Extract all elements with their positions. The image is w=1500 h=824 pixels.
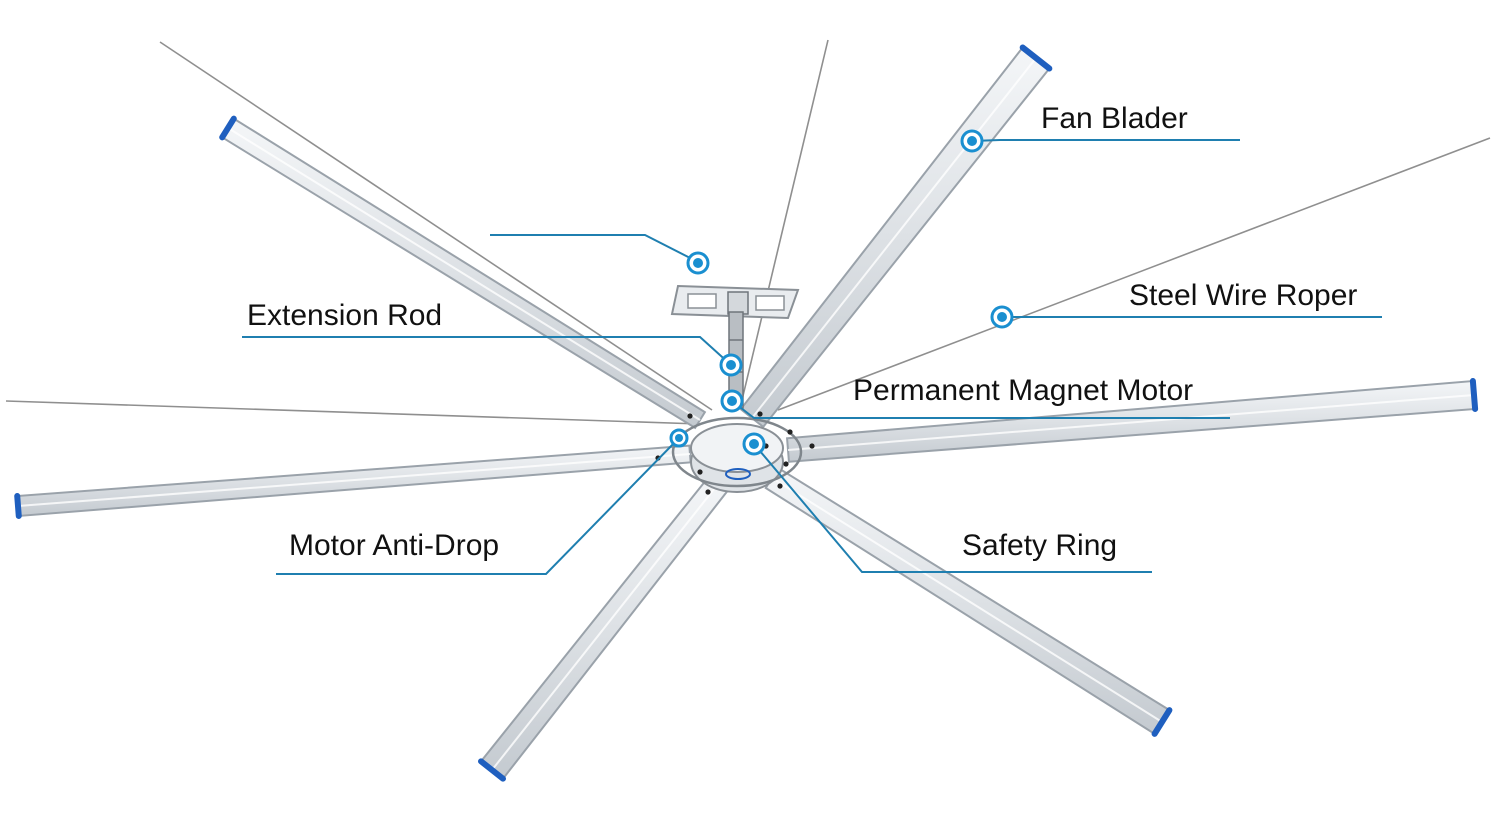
blade-top-left [219, 115, 707, 430]
label-motor-anti-drop: Motor Anti-Drop [289, 529, 500, 562]
callout-dot-icon [686, 251, 710, 275]
label-steel-wire-rope: Steel Wire Roper [1129, 279, 1358, 312]
label-permanent-magnet-motor: Permanent Magnet Motor [853, 374, 1194, 407]
label-fan-blade: Fan Blader [1041, 102, 1188, 135]
callout-dot-icon [719, 353, 743, 377]
callout-dot-icon [960, 129, 984, 153]
leader-extension-rod [242, 336, 732, 366]
wire-top-left [159, 41, 713, 411]
blade-top-right [739, 44, 1053, 429]
blade-tip-cap [219, 115, 237, 141]
steel-wires [5, 39, 1491, 425]
blade-bottom-right [764, 466, 1173, 737]
leader-anti-drop [276, 437, 680, 575]
callout-dot-icon [720, 389, 744, 413]
blade-tip-cap [1469, 378, 1479, 412]
leader-bracket [490, 234, 699, 263]
callout-markers [669, 129, 1014, 456]
leader-fan-blade [971, 139, 1240, 142]
wire-top [741, 39, 829, 401]
callout-dot-icon [990, 305, 1014, 329]
blade-left [14, 444, 692, 519]
label-extension-rod: Extension Rod [247, 299, 443, 332]
label-safety-ring: Safety Ring [962, 529, 1118, 562]
callout-dot-icon [669, 428, 689, 448]
blade-tip-cap [14, 493, 22, 519]
blade-tip-cap [478, 758, 506, 782]
wire-left [5, 400, 701, 425]
blade-tip-cap [1151, 707, 1173, 737]
safety-ring [655, 411, 815, 495]
blade-bottom [478, 475, 729, 782]
mounting-bracket [670, 284, 800, 320]
leader-safety-ring [753, 443, 1152, 573]
callout-dot-icon [742, 432, 766, 456]
blade-right [785, 378, 1479, 463]
wire-right [777, 137, 1491, 411]
blade-tip-cap [1019, 44, 1053, 72]
